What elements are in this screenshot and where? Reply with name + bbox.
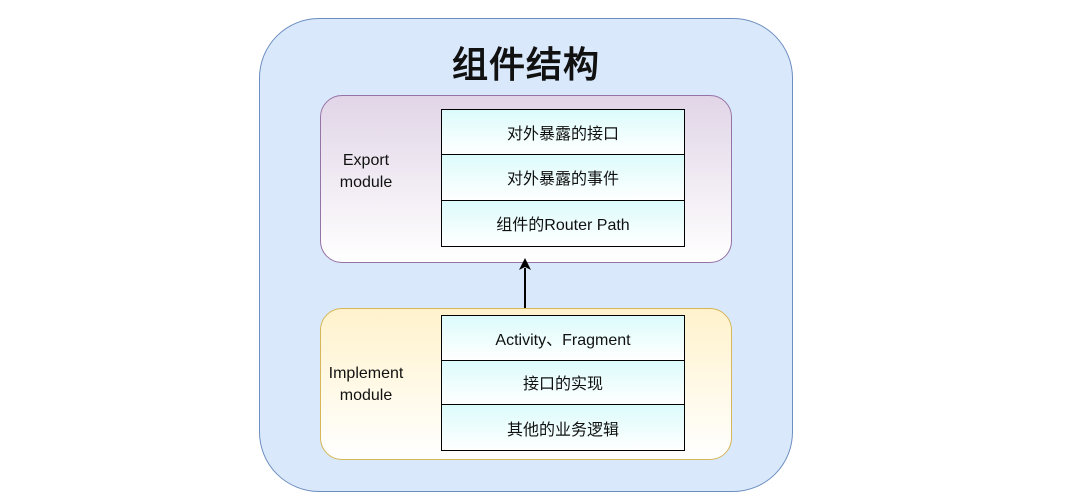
implement-item: 其他的业务逻辑: [442, 405, 684, 450]
export-item: 对外暴露的接口: [442, 110, 684, 156]
implement-module-label-line1: Implement: [328, 365, 404, 382]
implement-item: 接口的实现: [442, 360, 684, 406]
export-item-list: 对外暴露的接口 对外暴露的事件 组件的Router Path: [441, 109, 685, 247]
export-item: 组件的Router Path: [442, 200, 684, 246]
export-module-label: Export module: [326, 150, 406, 194]
implement-module-label-line2: module: [339, 387, 393, 404]
export-module-label-line1: Export: [342, 152, 390, 169]
implement-item-list: Activity、Fragment 接口的实现 其他的业务逻辑: [441, 315, 685, 451]
export-item: 对外暴露的事件: [442, 155, 684, 201]
diagram-title: 组件结构: [451, 45, 600, 86]
implement-module-label: Implement module: [320, 363, 412, 407]
export-module-label-line2: module: [339, 174, 393, 191]
dependency-arrow: [519, 258, 531, 312]
implement-item: Activity、Fragment: [442, 316, 684, 361]
